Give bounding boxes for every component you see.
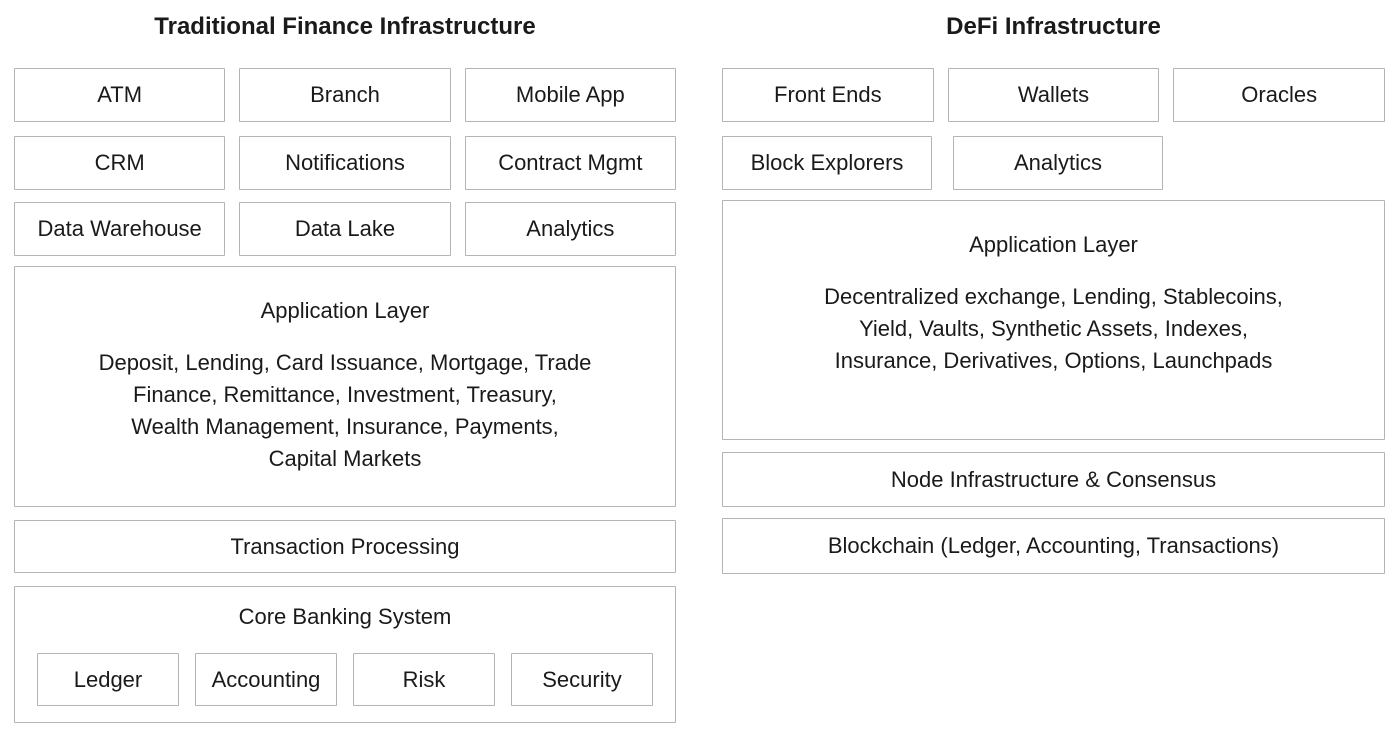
- defi-node-infrastructure-box: Node Infrastructure & Consensus: [722, 452, 1385, 507]
- tradfi-core-banking-modules: Ledger Accounting Risk Security: [15, 653, 675, 706]
- defi-analytics-box: Analytics: [953, 136, 1163, 190]
- tradfi-application-layer-body: Deposit, Lending, Card Issuance, Mortgag…: [15, 347, 675, 475]
- defi-app-line: Insurance, Derivatives, Options, Launchp…: [834, 348, 1273, 373]
- defi-front-ends-box: Front Ends: [722, 68, 934, 122]
- tradfi-ledger-box: Ledger: [37, 653, 179, 706]
- tradfi-row-operations: CRM Notifications Contract Mgmt: [14, 136, 676, 190]
- tradfi-accounting-box: Accounting: [195, 653, 337, 706]
- tradfi-app-line: Capital Markets: [268, 446, 422, 471]
- tradfi-notifications-box: Notifications: [239, 136, 451, 190]
- tradfi-column: Traditional Finance Infrastructure ATM B…: [14, 0, 676, 736]
- defi-block-explorers-box: Block Explorers: [722, 136, 932, 190]
- tradfi-data-lake-box: Data Lake: [239, 202, 451, 256]
- tradfi-risk-box: Risk: [353, 653, 495, 706]
- tradfi-row-channels: ATM Branch Mobile App: [14, 68, 676, 122]
- tradfi-analytics-box: Analytics: [464, 202, 676, 256]
- tradfi-title: Traditional Finance Infrastructure: [154, 13, 536, 40]
- tradfi-crm-box: CRM: [14, 136, 226, 190]
- tradfi-app-line: Deposit, Lending, Card Issuance, Mortgag…: [98, 350, 592, 375]
- defi-app-line: Decentralized exchange, Lending, Stablec…: [824, 284, 1283, 309]
- tradfi-row-data: Data Warehouse Data Lake Analytics: [14, 202, 676, 256]
- defi-application-layer-title: Application Layer: [969, 232, 1138, 257]
- tradfi-branch-box: Branch: [239, 68, 451, 122]
- tradfi-core-banking-title: Core Banking System: [238, 604, 452, 629]
- tradfi-app-line: Wealth Management, Insurance, Payments,: [131, 414, 559, 439]
- tradfi-contract-mgmt-box: Contract Mgmt: [464, 136, 676, 190]
- tradfi-transaction-processing-box: Transaction Processing: [14, 520, 676, 573]
- defi-oracles-box: Oracles: [1173, 68, 1385, 122]
- tradfi-core-banking-box: Core Banking System Ledger Accounting Ri…: [14, 586, 676, 723]
- defi-row-tools: Block Explorers Analytics: [722, 136, 1385, 190]
- defi-title: DeFi Infrastructure: [946, 13, 1161, 40]
- tradfi-atm-box: ATM: [14, 68, 226, 122]
- defi-application-layer-body: Decentralized exchange, Lending, Stablec…: [723, 281, 1384, 377]
- defi-row-access: Front Ends Wallets Oracles: [722, 68, 1385, 122]
- tradfi-data-warehouse-box: Data Warehouse: [14, 202, 226, 256]
- tradfi-app-line: Finance, Remittance, Investment, Treasur…: [133, 382, 557, 407]
- tradfi-application-layer-box: Application Layer Deposit, Lending, Card…: [14, 266, 676, 507]
- defi-column: DeFi Infrastructure Front Ends Wallets O…: [722, 0, 1385, 736]
- tradfi-application-layer-title: Application Layer: [260, 298, 430, 323]
- tradfi-security-box: Security: [511, 653, 653, 706]
- defi-application-layer-box: Application Layer Decentralized exchange…: [722, 200, 1385, 440]
- tradfi-mobile-app-box: Mobile App: [464, 68, 676, 122]
- defi-blockchain-box: Blockchain (Ledger, Accounting, Transact…: [722, 518, 1385, 574]
- defi-app-line: Yield, Vaults, Synthetic Assets, Indexes…: [859, 316, 1248, 341]
- defi-wallets-box: Wallets: [947, 68, 1160, 122]
